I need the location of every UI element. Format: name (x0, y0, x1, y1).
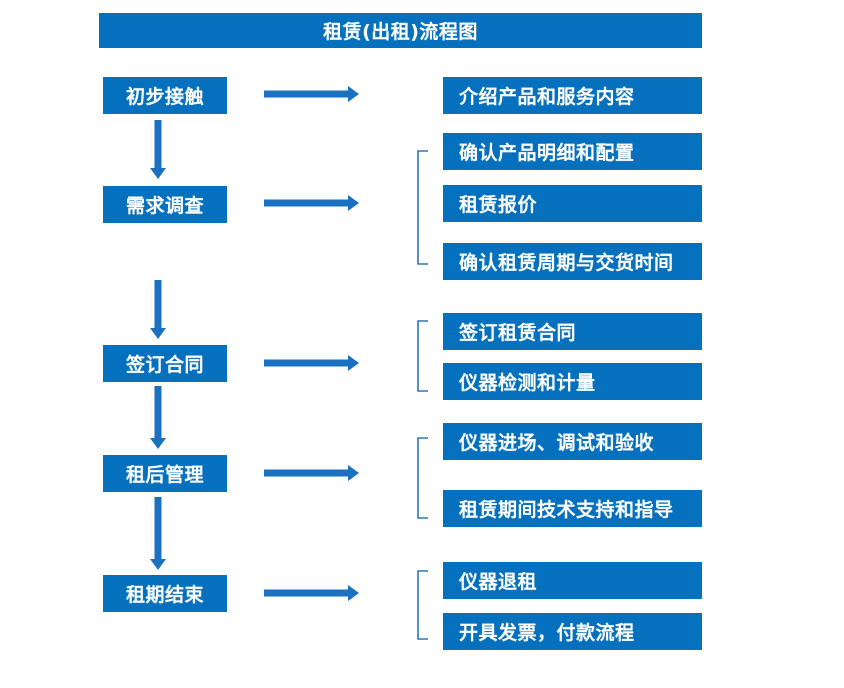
arrow-right-icon-1 (264, 85, 360, 103)
arrow-right-icon-4 (264, 464, 360, 482)
detail-box-1[interactable]: 介绍产品和服务内容 (443, 77, 702, 114)
arrow-down-icon-4 (149, 497, 167, 571)
stage-box-3[interactable]: 签订合同 (103, 345, 227, 382)
detail-box-5[interactable]: 签订租赁合同 (443, 313, 702, 350)
stage-box-5[interactable]: 租期结束 (103, 575, 227, 612)
detail-box-8[interactable]: 租赁期间技术支持和指导 (443, 490, 702, 527)
detail-box-3[interactable]: 租赁报价 (443, 185, 702, 222)
group-bracket-icon-4 (417, 570, 429, 640)
stage-box-2[interactable]: 需求调查 (103, 186, 227, 223)
detail-box-10[interactable]: 开具发票，付款流程 (443, 613, 702, 650)
group-bracket-icon-1 (417, 150, 429, 265)
detail-box-4[interactable]: 确认租赁周期与交货时间 (443, 243, 702, 280)
arrow-right-icon-3 (264, 354, 360, 372)
group-bracket-icon-2 (417, 320, 429, 392)
stage-box-1[interactable]: 初步接触 (103, 77, 227, 114)
arrow-right-icon-5 (264, 584, 360, 602)
detail-box-9[interactable]: 仪器退租 (443, 562, 702, 599)
group-bracket-icon-3 (417, 437, 429, 519)
arrow-down-icon-2 (149, 280, 167, 340)
flowchart-title: 租赁(出租)流程图 (99, 13, 702, 48)
detail-box-6[interactable]: 仪器检测和计量 (443, 363, 702, 400)
stage-box-4[interactable]: 租后管理 (103, 455, 227, 492)
arrow-down-icon-3 (149, 386, 167, 450)
arrow-right-icon-2 (264, 194, 360, 212)
detail-box-2[interactable]: 确认产品明细和配置 (443, 133, 702, 170)
detail-box-7[interactable]: 仪器进场、调试和验收 (443, 423, 702, 460)
arrow-down-icon-1 (149, 120, 167, 180)
